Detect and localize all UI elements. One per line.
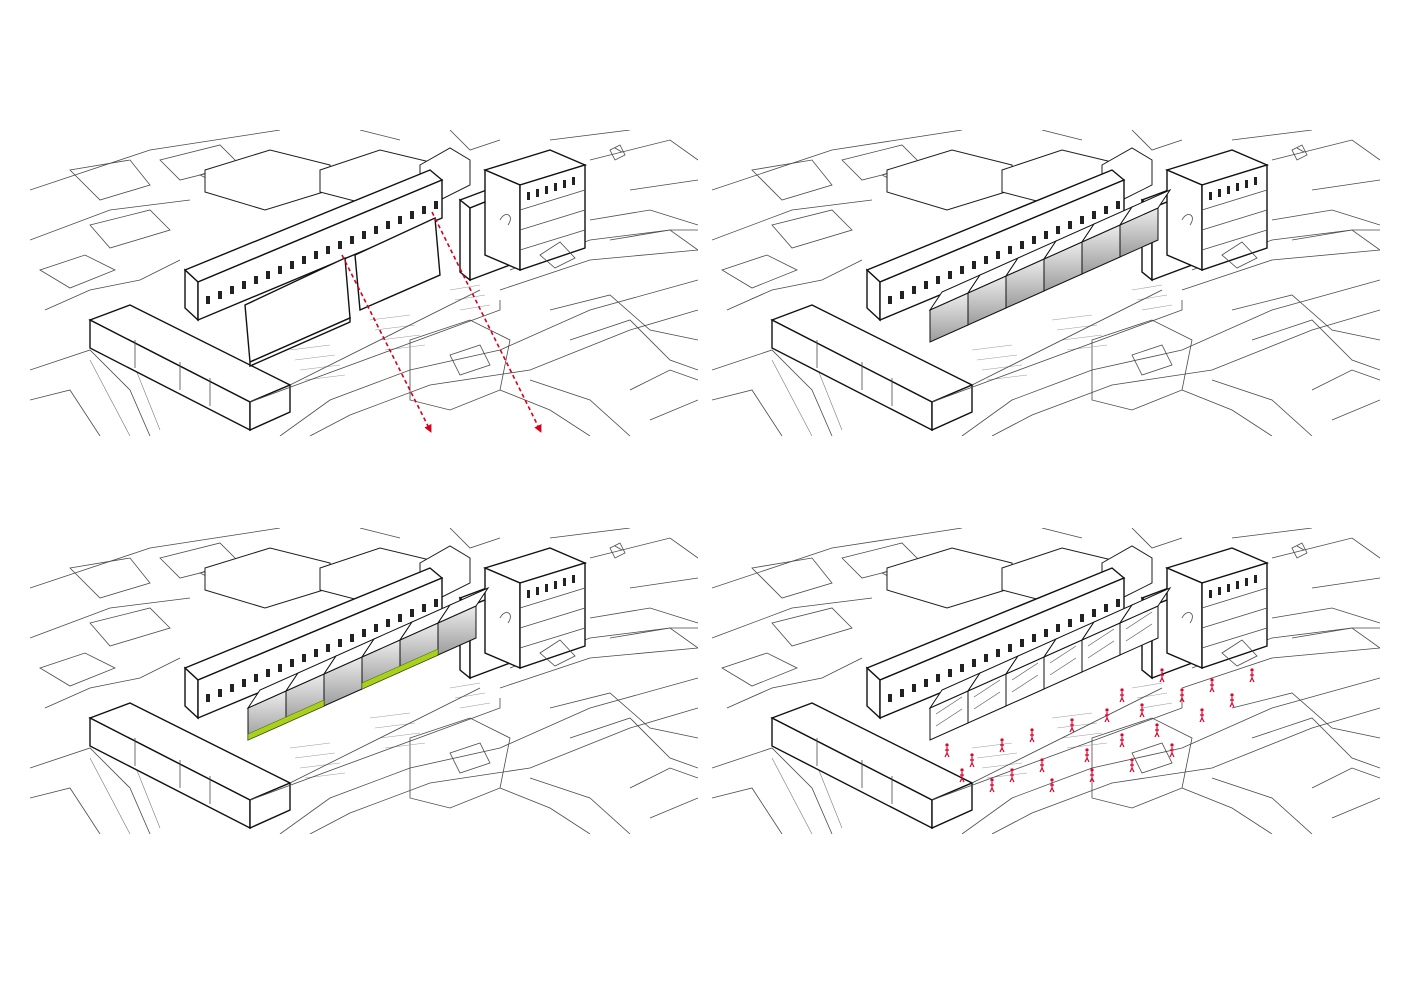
person-figure [944, 747, 950, 758]
person-figure [1249, 672, 1255, 683]
person-figure [1209, 682, 1215, 693]
person-head [1040, 758, 1044, 762]
diagram-panel-people [712, 528, 1380, 834]
person-head [1090, 768, 1094, 772]
roof-module-frame [973, 679, 1001, 710]
person-head [1170, 743, 1174, 747]
person-figure [1129, 762, 1135, 773]
diagram-panel-roof-modules [712, 130, 1380, 436]
person-figure [1084, 752, 1090, 763]
person-head [1030, 728, 1034, 732]
view-axis-arrow-2 [431, 211, 542, 433]
person-head [1085, 748, 1089, 752]
view-axis-arrow-1 [341, 254, 432, 433]
person-head [1200, 708, 1204, 712]
person-figure [1029, 732, 1035, 743]
person-head [1160, 668, 1164, 672]
roof-module-frame [1125, 611, 1153, 642]
person-head [1130, 758, 1134, 762]
diagram-panel-existing-sheds [30, 130, 698, 436]
roof-module-frame [1011, 662, 1039, 693]
person-head [1230, 693, 1234, 697]
person-figure [1159, 672, 1165, 683]
axonometric-drawing [30, 528, 698, 834]
people-figures [944, 668, 1255, 793]
person-head [1180, 688, 1184, 692]
green-strip [247, 699, 325, 741]
axonometric-drawing [712, 130, 1380, 436]
shed-1-base [249, 316, 351, 368]
person-figure [999, 742, 1005, 753]
axonometric-drawing [712, 528, 1380, 834]
person-head [1120, 688, 1124, 692]
person-head [1140, 703, 1144, 707]
person-figure [969, 757, 975, 768]
open-roof-modules [928, 586, 1172, 741]
person-figure [1104, 712, 1110, 723]
person-head [960, 768, 964, 772]
person-figure [989, 782, 995, 793]
person-figure [959, 772, 965, 783]
person-figure [1169, 747, 1175, 758]
person-head [990, 778, 994, 782]
person-figure [1089, 772, 1095, 783]
person-head [1070, 718, 1074, 722]
person-head [1250, 668, 1254, 672]
roof-modules [246, 586, 490, 741]
roof-module-roof [1118, 586, 1172, 625]
axonometric-drawing [30, 130, 698, 436]
person-head [1155, 723, 1159, 727]
person-figure [1154, 727, 1160, 738]
person-figure [1119, 737, 1125, 748]
person-figure [1039, 762, 1045, 773]
person-head [1010, 768, 1014, 772]
person-head [1000, 738, 1004, 742]
roof-module-frame [1087, 628, 1115, 659]
roof-module-roof [1118, 188, 1172, 227]
person-figure [1069, 722, 1075, 733]
shed-2 [354, 216, 441, 312]
diagram-panel-green-strip [30, 528, 698, 834]
person-figure [1009, 772, 1015, 783]
person-head [970, 753, 974, 757]
person-head [1210, 678, 1214, 682]
roof-module-frame [1049, 645, 1077, 676]
person-figure [1139, 707, 1145, 718]
person-head [945, 743, 949, 747]
person-figure [1229, 697, 1235, 708]
person-head [1105, 708, 1109, 712]
person-figure [1199, 712, 1205, 723]
person-figure [1179, 692, 1185, 703]
person-figure [1119, 692, 1125, 703]
green-strips [247, 648, 439, 741]
person-head [1120, 733, 1124, 737]
person-figure [1049, 782, 1055, 793]
roof-modules [928, 188, 1172, 343]
green-strip [361, 648, 439, 690]
roof-module-frame [935, 696, 963, 727]
person-head [1050, 778, 1054, 782]
roof-module-roof [436, 586, 490, 625]
